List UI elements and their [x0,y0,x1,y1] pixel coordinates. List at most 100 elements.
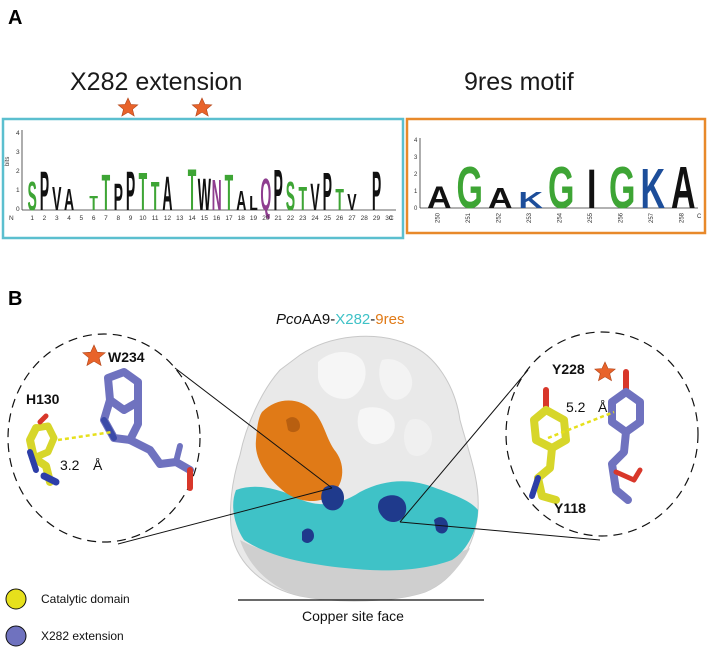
position-label: 17 [225,215,233,222]
logo-letter: G [457,155,483,221]
position-label: 24 [311,215,319,222]
position-label: 23 [299,215,307,222]
logo-letter: P [114,177,123,219]
y118-stick-model [529,387,570,504]
position-label: 22 [287,215,295,222]
logo-letter: T [151,174,160,219]
y228-label: Y228 [552,361,585,377]
position-label: 256 [618,212,624,223]
logo-letter: A [162,167,172,221]
structure-title: PcoAA9-X282-9res [276,311,404,328]
n-terminus-label: N [9,215,14,222]
left-hbond-dashes [57,430,113,442]
logo-letter: W [198,169,211,220]
star-icon [82,344,106,367]
y-tick-label: 4 [16,130,20,137]
legend-label: Catalytic domain [41,592,130,606]
position-label: 257 [649,212,655,223]
title-dash: - [370,311,375,328]
y-tick-label: 1 [16,187,20,194]
logo-letter: T [225,164,234,221]
y228-stick-model [608,369,644,504]
position-label: 10 [139,215,147,222]
nineres-logo-box [405,117,707,235]
logo-letter: P [323,163,332,222]
logo-letter: S [27,174,36,219]
position-label: 16 [213,215,221,222]
position-label: 13 [176,215,184,222]
legend-swatch-x282 [5,625,27,647]
position-label: 12 [164,215,172,222]
position-label: 29 [373,215,381,222]
logo-letter: T [139,163,148,222]
position-label: 7 [104,215,108,222]
y-tick-label: 4 [414,138,418,144]
logo-letter: T [89,191,98,214]
position-label: 15 [201,215,209,222]
y-tick-label: 1 [414,189,418,195]
c-terminus-label: C [697,214,702,220]
position-label: 9 [129,215,133,222]
position-label: 253 [527,212,533,223]
left-distance-unit: Å [93,457,103,473]
star-icon [594,361,616,382]
y-tick-label: 3 [414,155,418,161]
logo-letter: K [518,188,543,213]
position-label: 25 [324,215,332,222]
right-distance-value: 5.2 [566,399,586,415]
logo-letter: N [212,171,222,219]
position-label: 4 [67,215,71,222]
position-label: 1 [30,215,34,222]
position-label: 254 [557,212,563,223]
protein-surface [229,335,479,602]
h130-label: H130 [26,391,60,407]
position-label: 255 [588,212,594,223]
nineres-motif-title: 9res motif [464,68,574,96]
logo-letter: P [126,159,135,222]
title-9res: 9res [375,311,404,328]
x282-logo-box [1,117,405,240]
x282-y-ticks: 4 3 2 1 0 [16,130,20,213]
logo-letter: L [249,191,258,214]
position-label: 250 [435,212,441,223]
w234-stick-model [100,368,194,491]
y118-label: Y118 [554,500,586,516]
logo-letter: T [102,164,111,221]
y-tick-label: 3 [16,149,20,156]
logo-letter: P [372,159,381,222]
logo-letter: K [640,157,665,220]
position-label: 30 [385,215,393,222]
legend-label: X282 extension [41,629,124,643]
position-label: 8 [116,215,120,222]
logo-letter: A [488,183,513,215]
position-label: 27 [348,215,356,222]
position-label: 258 [679,212,685,223]
logo-letter: I [587,157,596,220]
copper-face-label: Copper site face [302,608,404,624]
position-label: 19 [250,215,258,222]
star-icon [117,97,139,117]
panel-letter-b: B [8,288,22,310]
legend: Catalytic domain X282 extension [5,588,130,647]
position-label: 20 [262,215,270,222]
nineres-y-ticks: 4 3 2 1 0 [414,138,418,212]
logo-letter: T [298,181,307,217]
y-tick-label: 2 [414,172,418,178]
logo-letter: G [609,155,635,221]
star-icon [191,97,213,117]
bits-axis-label: bits [5,157,11,166]
title-x282: X282 [335,311,370,328]
position-label: 5 [80,215,84,222]
logo-letter: S [286,174,295,219]
y-tick-label: 2 [16,168,20,175]
position-label: 21 [275,215,283,222]
zoom-connector-lines [117,367,601,545]
right-hbond-dashes [547,410,615,440]
logo-letter: A [427,179,452,214]
logo-letter: V [52,181,61,217]
w234-label: W234 [108,349,145,365]
panel-letter-a: A [8,7,22,29]
